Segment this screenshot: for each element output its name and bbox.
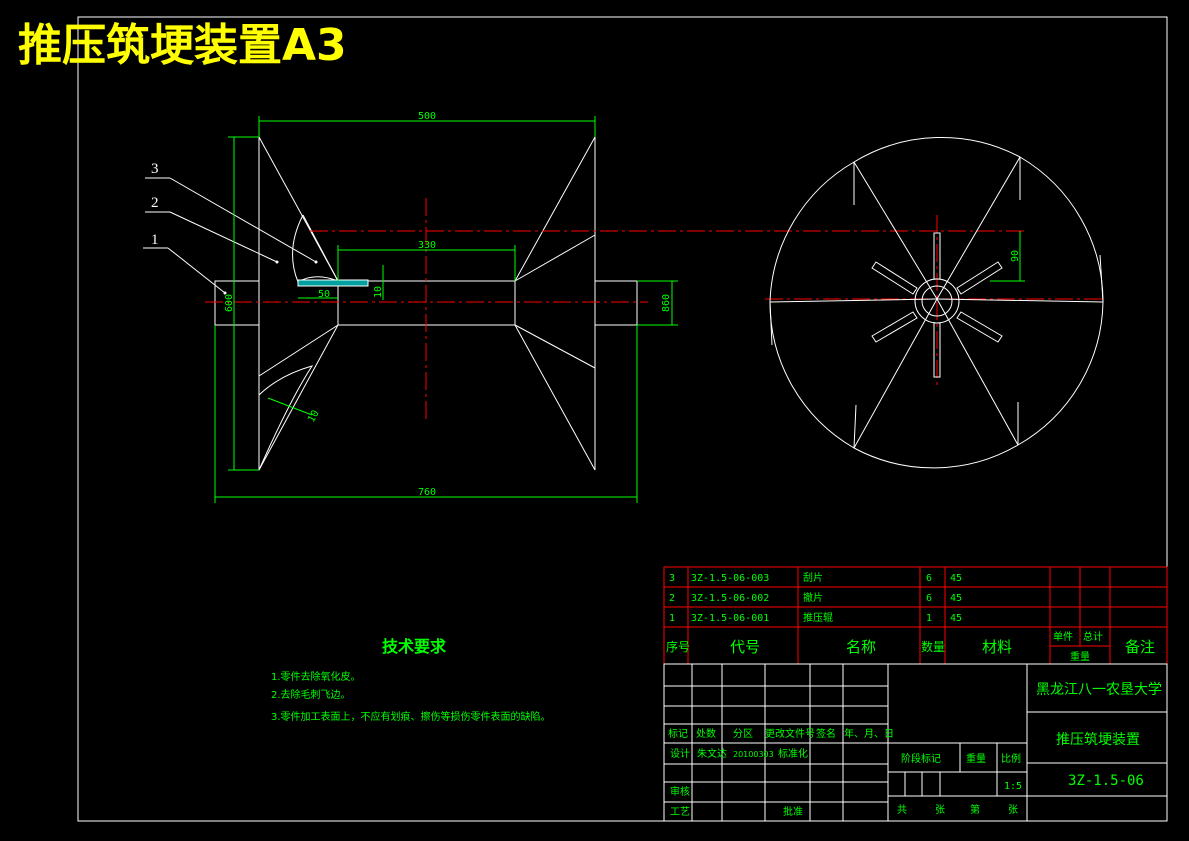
dim-600: 600 <box>224 294 235 312</box>
part-no-2: 2 <box>669 593 675 604</box>
part-qty-3: 6 <box>926 573 932 584</box>
tb-design-date: 20100303 <box>733 750 774 759</box>
tb-process: 工艺 <box>670 806 690 818</box>
tb-scale: 1:5 <box>1004 781 1022 792</box>
dim-50: 50 <box>318 289 330 300</box>
leader-lines <box>143 177 317 294</box>
tb-university: 黑龙江八一农垦大学 <box>1036 682 1162 698</box>
hdr-code: 代号 <box>730 638 760 656</box>
tb-scale-label: 比例 <box>1001 752 1021 765</box>
tb-count: 处数 <box>696 727 716 740</box>
dim-10-blade: 10 <box>306 409 322 425</box>
dim-860: 860 <box>661 294 672 312</box>
tb-drawing-code: 3Z-1.5-06 <box>1068 773 1144 789</box>
tech-req-3: 3.零件加工表面上，不应有划痕、擦伤等损伤零件表面的缺陷。 <box>271 710 551 723</box>
tb-page: 第 <box>970 803 980 816</box>
tech-req-1: 1.零件去除氧化皮。 <box>271 670 361 683</box>
hdr-weight: 重量 <box>1070 650 1090 663</box>
tb-signature: 签名 <box>816 727 836 740</box>
part-name-2: 撤片 <box>803 591 823 604</box>
title-block <box>663 663 1168 822</box>
part-code-3: 3Z-1.5-06-003 <box>691 573 769 584</box>
tb-drawing-name: 推压筑埂装置 <box>1056 732 1140 748</box>
dim-760: 760 <box>418 487 436 498</box>
tb-change-doc: 更改文件号 <box>765 727 815 740</box>
part-code-2: 3Z-1.5-06-002 <box>691 593 769 604</box>
hdr-remark: 备注 <box>1125 638 1155 656</box>
left-shaft <box>214 280 260 326</box>
hdr-material: 材料 <box>982 638 1012 656</box>
tech-req-2: 2.去除毛刺飞边。 <box>271 688 351 701</box>
tb-review: 审核 <box>670 785 690 798</box>
part-name-3: 刮片 <box>803 571 823 584</box>
hdr-unit-weight: 单件 <box>1053 631 1073 643</box>
tb-date: 年、月、日 <box>844 727 894 740</box>
part-mat-1: 45 <box>950 613 962 624</box>
tb-stage-mark: 阶段标记 <box>901 752 941 765</box>
tb-weight: 重量 <box>966 752 986 765</box>
hub-inner <box>921 285 953 317</box>
side-view <box>769 136 1104 469</box>
scraper-plate <box>297 279 369 287</box>
part-mat-2: 45 <box>950 593 962 604</box>
part-mat-3: 45 <box>950 573 962 584</box>
tb-zone: 分区 <box>733 728 753 740</box>
part-name-1: 推压辊 <box>803 611 833 624</box>
tb-designer: 朱文达 <box>697 747 727 760</box>
bottom-blade-arc <box>258 365 314 471</box>
dimension-lines <box>214 116 1025 503</box>
leader-label-2: 2 <box>151 195 159 211</box>
leader-label-1: 1 <box>151 232 159 248</box>
part-code-1: 3Z-1.5-06-001 <box>691 613 769 624</box>
tb-total: 共 <box>897 804 907 816</box>
dim-500: 500 <box>418 111 436 122</box>
tb-approve: 批准 <box>783 805 803 818</box>
part-no-1: 1 <box>669 613 675 624</box>
tech-req-heading: 技术要求 <box>382 637 447 656</box>
top-blade-arc <box>292 214 339 283</box>
drawing-title: 推压筑埂装置A3 <box>18 20 347 71</box>
hdr-no: 序号 <box>666 639 690 654</box>
hdr-total-weight: 总计 <box>1083 630 1103 643</box>
dim-90: 90 <box>1010 250 1021 262</box>
front-view <box>214 136 638 471</box>
right-shaft <box>594 280 638 326</box>
hdr-qty: 数量 <box>921 639 945 654</box>
tb-mark: 标记 <box>668 728 688 740</box>
tb-sheets: 张 <box>935 804 945 816</box>
parts-list <box>663 566 1168 665</box>
centerlines <box>205 198 1105 420</box>
hdr-name: 名称 <box>846 638 876 656</box>
tb-sheet-word: 张 <box>1008 804 1018 816</box>
part-qty-1: 1 <box>926 613 932 624</box>
dim-330: 330 <box>418 240 436 251</box>
part-qty-2: 6 <box>926 593 932 604</box>
tb-design-label: 设计 <box>670 747 690 760</box>
tb-standardize: 标准化 <box>778 747 808 760</box>
leader-label-3: 3 <box>151 161 159 177</box>
part-no-3: 3 <box>669 573 675 584</box>
drawing-frame <box>77 16 1168 822</box>
dim-10-small: 10 <box>373 286 384 298</box>
